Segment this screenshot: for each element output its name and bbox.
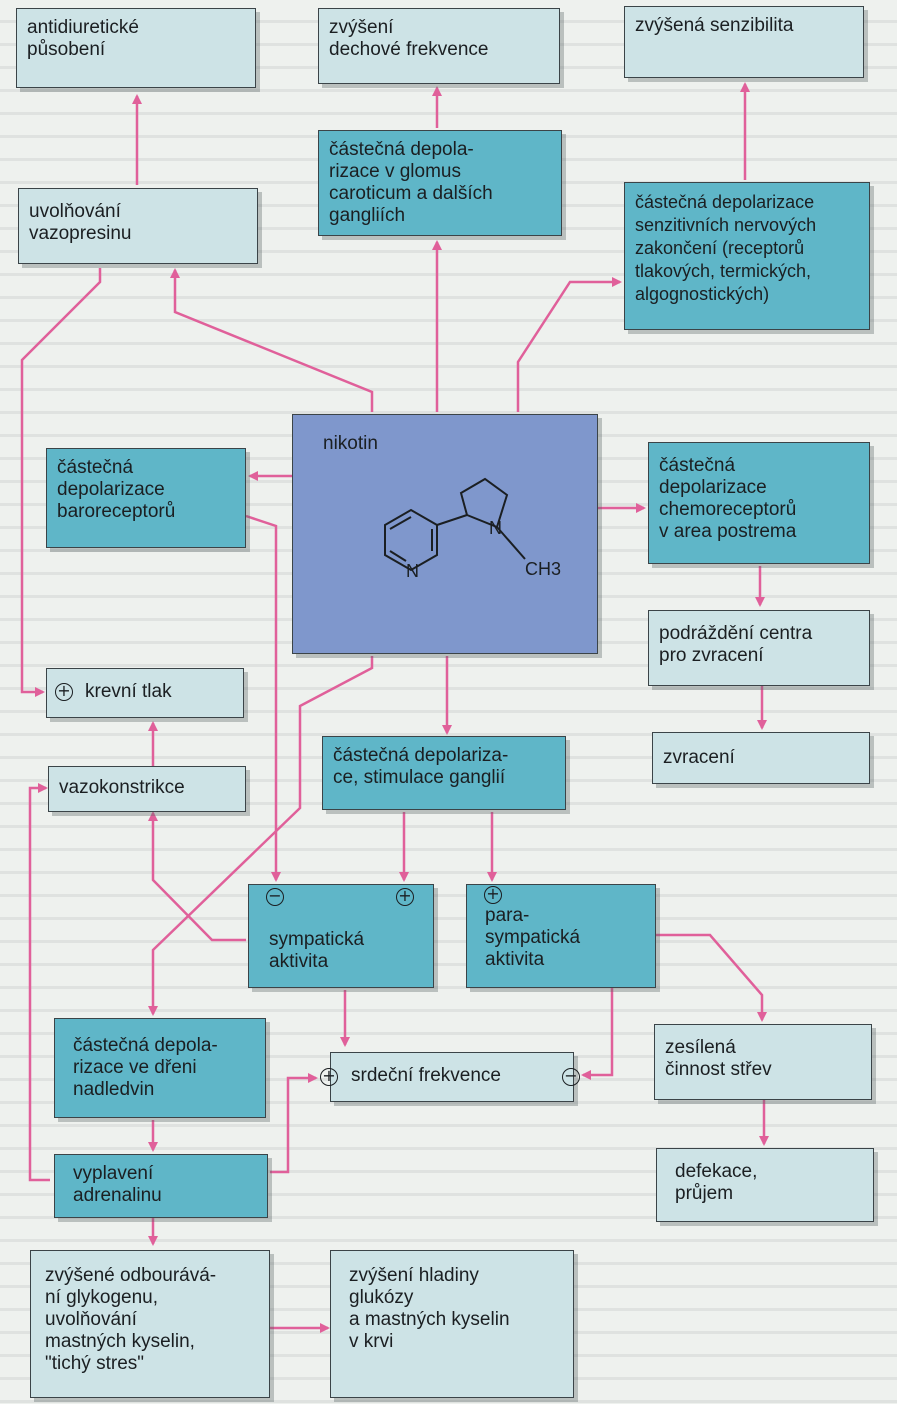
box-vasopressin: uvolňování vazopresinu bbox=[18, 188, 258, 264]
box-vomiting-label: zvracení bbox=[663, 747, 735, 768]
box-vomiting: zvracení bbox=[652, 732, 870, 784]
arrow-nicotine-to-vasopressin bbox=[170, 268, 374, 412]
box-blood-pressure: krevní tlak bbox=[46, 668, 244, 718]
box-baroreceptors-label: částečná depolarizace baroreceptorů bbox=[57, 457, 176, 522]
box-vasopressin-label: uvolňování vazopresinu bbox=[29, 201, 132, 244]
box-sympathetic-label: sympatická aktivita bbox=[269, 929, 365, 972]
box-intestine-label: zesílená činnost střev bbox=[665, 1037, 772, 1080]
box-vasoconstriction-label: vazokonstrikce bbox=[59, 777, 185, 798]
box-breathing: zvýšení dechové frekvence bbox=[318, 8, 560, 84]
plus-sign-blood-pressure: + bbox=[55, 683, 73, 701]
box-sensory: částečná depolarizace senzitivních nervo… bbox=[624, 182, 870, 330]
box-defecation-label: defekace, průjem bbox=[675, 1161, 758, 1204]
minus-sign-heart-rate: − bbox=[562, 1068, 580, 1086]
box-adrenal-label: částečná depola- rizace ve dřeni nadledv… bbox=[73, 1035, 218, 1100]
arrow-adrenaline-to-vasoconstriction bbox=[28, 783, 50, 1182]
ring-nitrogen-label: N bbox=[406, 561, 419, 581]
box-parasympathetic-label: para- sympatická aktivita bbox=[485, 905, 581, 970]
nicotine-structure-icon: N N CH3 bbox=[384, 477, 561, 581]
arrow-nicotine-to-sensory bbox=[516, 277, 622, 412]
chain-nitrogen-label: N bbox=[489, 518, 502, 538]
box-heart-rate: srdeční frekvence bbox=[330, 1052, 574, 1102]
box-blood-pressure-label: krevní tlak bbox=[85, 681, 172, 702]
box-nicotine-label: nikotin bbox=[323, 433, 378, 454]
plus-sign-sympathetic: + bbox=[396, 888, 414, 906]
methyl-label: CH3 bbox=[525, 559, 561, 579]
box-breathing-label: zvýšení dechové frekvence bbox=[329, 17, 489, 60]
box-sensitivity-label: zvýšená senzibilita bbox=[635, 15, 794, 36]
arrow-baro-to-sympathetic bbox=[245, 514, 281, 882]
box-ganglia: částečná depolariza- ce, stimulace gangl… bbox=[322, 736, 566, 810]
box-vomit-center: podráždění centra pro zvracení bbox=[648, 610, 870, 686]
box-antidiuretic: antidiuretické působení bbox=[16, 8, 256, 88]
plus-sign-parasympathetic: + bbox=[484, 886, 502, 904]
box-sensitivity: zvýšená senzibilita bbox=[624, 6, 864, 78]
box-vasoconstriction: vazokonstrikce bbox=[48, 766, 246, 812]
box-intestine: zesílená činnost střev bbox=[654, 1024, 872, 1100]
box-defecation: defekace, průjem bbox=[656, 1148, 874, 1222]
box-glomus: částečná depola- rizace v glomus carotic… bbox=[318, 130, 562, 236]
box-adrenaline-label: vyplavení adrenalinu bbox=[73, 1163, 162, 1206]
box-adrenaline: vyplavení adrenalinu bbox=[54, 1154, 268, 1218]
arrow-nicotine-to-adrenal bbox=[148, 656, 374, 1016]
box-nicotine: nikotin bbox=[292, 414, 598, 654]
minus-sign-sympathetic: − bbox=[266, 888, 284, 906]
plus-sign-heart-rate: + bbox=[320, 1068, 338, 1086]
box-heart-rate-label: srdeční frekvence bbox=[351, 1065, 501, 1086]
arrow-sympathetic-to-vasoconstriction bbox=[148, 811, 246, 942]
box-sensory-label: částečná depolarizace senzitivních nervo… bbox=[635, 192, 817, 304]
box-antidiuretic-label: antidiuretické působení bbox=[27, 17, 139, 60]
box-glucose-label: zvýšení hladiny glukózy a mastných kysel… bbox=[349, 1265, 510, 1352]
box-glomus-label: částečná depola- rizace v glomus carotic… bbox=[329, 139, 493, 226]
arrow-parasympathetic-to-heartrate bbox=[581, 988, 614, 1080]
box-chemoreceptors-label: částečná depolarizace chemoreceptorů v a… bbox=[659, 455, 797, 542]
box-adrenal: částečná depola- rizace ve dřeni nadledv… bbox=[54, 1018, 266, 1118]
box-vomit-center-label: podráždění centra pro zvracení bbox=[659, 623, 813, 666]
arrow-parasympathetic-to-intestine bbox=[656, 933, 767, 1022]
arrow-vasopressin-to-bloodpressure bbox=[20, 268, 102, 697]
arrow-adrenaline-to-heartrate bbox=[270, 1073, 318, 1174]
box-glycogen-label: zvýšené odbourává- ní glykogenu, uvolňov… bbox=[45, 1265, 217, 1374]
box-baroreceptors: částečná depolarizace baroreceptorů bbox=[46, 448, 246, 548]
box-glucose: zvýšení hladiny glukózy a mastných kysel… bbox=[330, 1250, 574, 1398]
box-glycogen: zvýšené odbourává- ní glykogenu, uvolňov… bbox=[30, 1250, 270, 1398]
box-ganglia-label: částečná depolariza- ce, stimulace gangl… bbox=[333, 745, 509, 788]
box-chemoreceptors: částečná depolarizace chemoreceptorů v a… bbox=[648, 442, 870, 564]
